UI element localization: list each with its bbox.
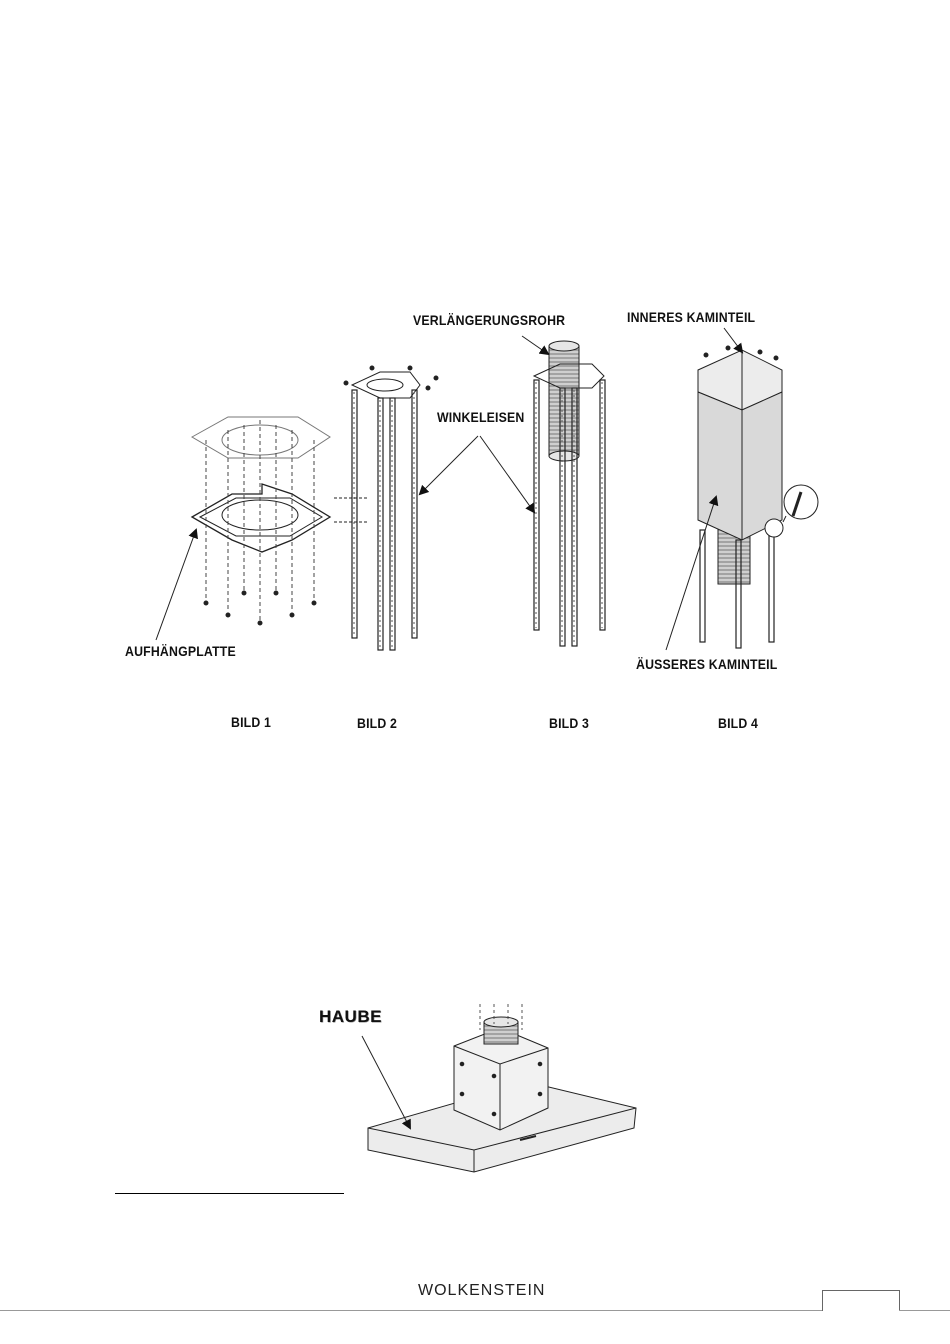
footnote-rule [115,1193,344,1194]
brand-logo: WOLKENSTEIN [418,1282,545,1300]
caption-bild3: BILD 3 [549,715,589,731]
label-aufhaengeplatte: AUFHÄNGPLATTE [125,643,236,659]
bild3-extension-pipe-drawing [522,336,605,646]
winkeleisen-pointer-arrows [420,436,534,512]
page-number-box [822,1290,900,1311]
caption-bild4: BILD 4 [718,715,758,731]
label-aeusseres-kaminteil: ÄUSSERES KAMINTEIL [636,656,777,672]
hood-drawing [362,1004,636,1172]
bild2-angle-iron-drawing [334,366,438,650]
bild1-mounting-plate-drawing [156,417,330,640]
label-haube: HAUBE [319,1007,382,1027]
caption-bild1: BILD 1 [231,714,271,730]
footer-rule-right [899,1310,950,1311]
caption-bild2: BILD 2 [357,715,397,731]
label-inneres-kaminteil: INNERES KAMINTEIL [627,309,755,325]
bild4-chimney-drawing [666,328,818,650]
label-winkeleisen: WINKELEISEN [437,409,525,425]
footer-rule [0,1310,822,1311]
label-verlaengerungsrohr: VERLÄNGERUNGSROHR [413,312,565,328]
